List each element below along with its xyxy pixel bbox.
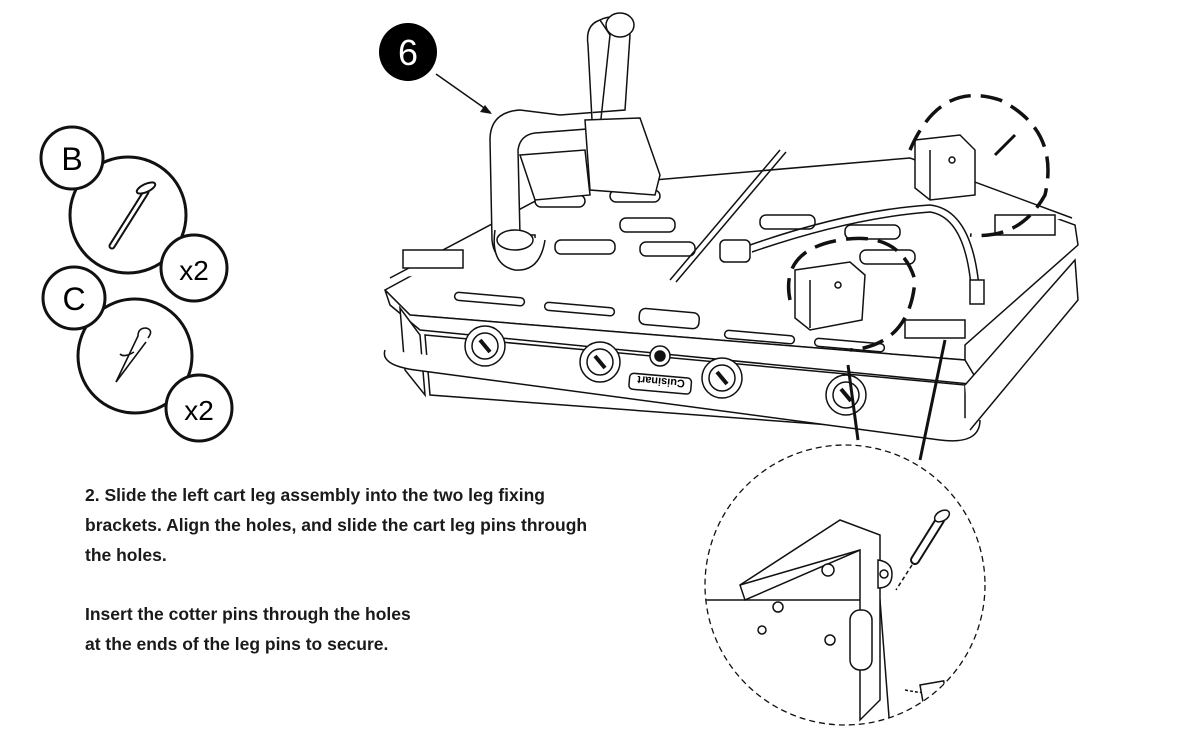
step-2-text-1: Slide the left cart leg assembly into th… bbox=[104, 485, 545, 505]
gas-hose bbox=[719, 204, 985, 305]
dashed-callout-front bbox=[786, 236, 917, 352]
part-b-qty: x2 bbox=[179, 255, 209, 286]
step-2-number: 2. bbox=[85, 485, 100, 505]
cotter-pin-icon bbox=[115, 327, 152, 383]
part-b-letter: B bbox=[61, 141, 82, 177]
knob-2-icon bbox=[579, 341, 621, 383]
step-2-text-2: brackets. Align the holes, and slide the… bbox=[85, 515, 588, 535]
detail-leader-right bbox=[918, 339, 947, 461]
leg-pin-detail-icon bbox=[895, 509, 951, 591]
dashed-callout-top bbox=[908, 93, 1050, 238]
part-c-callout: C x2 bbox=[41, 265, 234, 443]
brand-mark: Cuisinart bbox=[636, 373, 685, 389]
leg-bracket-top bbox=[914, 133, 1017, 201]
step-number: 6 bbox=[398, 32, 418, 73]
step-arrow-line bbox=[435, 73, 491, 113]
instruction-cotter-pins: Insert the cotter pins through the holes… bbox=[85, 599, 411, 659]
clevis-pin-icon bbox=[108, 181, 157, 250]
step-badge: 6 bbox=[379, 23, 492, 114]
step-2-text-3: the holes. bbox=[85, 545, 167, 565]
cotter-text-1: Insert the cotter pins through the holes bbox=[85, 604, 411, 624]
control-knobs bbox=[464, 325, 867, 416]
part-c-letter: C bbox=[62, 281, 85, 317]
knob-1-icon bbox=[464, 325, 506, 367]
instruction-line: 2. Slide the left cart leg assembly into… bbox=[85, 480, 587, 510]
detail-magnified-view bbox=[704, 444, 986, 726]
part-c-qty: x2 bbox=[184, 395, 214, 426]
knob-3-icon bbox=[701, 357, 743, 399]
part-b-callout: B x2 bbox=[39, 125, 229, 303]
brand-plate: Cuisinart bbox=[628, 372, 693, 395]
detail-leader-left bbox=[846, 364, 860, 441]
igniter-button-icon bbox=[649, 345, 671, 367]
detail-dashed-ring bbox=[704, 444, 986, 726]
step-arrow-head bbox=[480, 105, 492, 114]
knob-4-icon bbox=[825, 374, 867, 416]
cotter-text-2: at the ends of the leg pins to secure. bbox=[85, 634, 389, 654]
cart-leg-assembly bbox=[489, 12, 661, 271]
instruction-step-2: 2. Slide the left cart leg assembly into… bbox=[85, 480, 587, 570]
leg-bracket-front bbox=[794, 261, 866, 331]
